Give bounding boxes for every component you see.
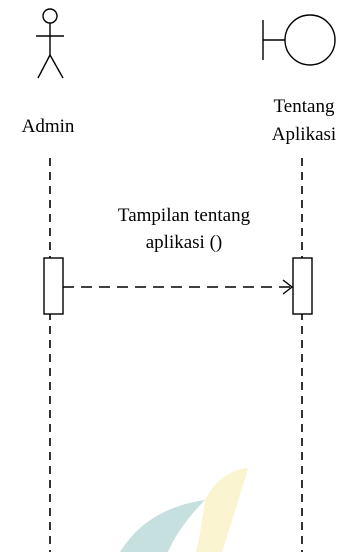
boundary-icon: [262, 14, 336, 66]
tentang-aplikasi-label-line-1: Tentang: [274, 96, 335, 117]
admin-activation-box: [43, 257, 64, 315]
message-label-line-2: aplikasi (): [146, 232, 223, 253]
message-label-line-1: Tampilan tentang: [118, 205, 251, 226]
watermark-logo: [120, 468, 248, 552]
tentang-aplikasi-activation-box: [292, 257, 313, 315]
admin-label: Admin: [22, 116, 75, 137]
tentang-aplikasi-label-line-2: Aplikasi: [272, 124, 336, 145]
message-arrowhead: [282, 279, 294, 295]
admin-actor-icon: [36, 8, 64, 79]
